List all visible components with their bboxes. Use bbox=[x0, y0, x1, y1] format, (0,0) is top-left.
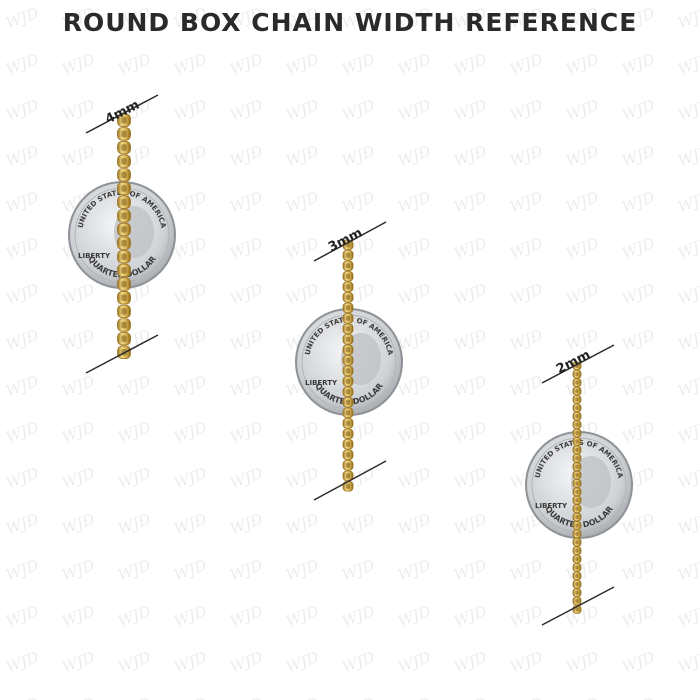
chain-link-hole bbox=[121, 198, 127, 206]
chain-link-hole bbox=[346, 315, 350, 321]
coin-liberty-text: LIBERTY bbox=[78, 252, 111, 260]
chain-link-hole bbox=[575, 565, 579, 570]
chain-link-hole bbox=[346, 326, 350, 332]
coin-liberty-text: LIBERTY bbox=[305, 379, 338, 387]
chain-link-hole bbox=[575, 431, 579, 436]
chain-link-hole bbox=[575, 414, 579, 419]
chain-link-hole bbox=[346, 483, 350, 489]
chain-link-hole bbox=[121, 144, 127, 151]
chain-link-hole bbox=[121, 171, 127, 179]
chain-link-hole bbox=[346, 399, 350, 405]
chain-link-hole bbox=[575, 582, 579, 587]
chain-sample-3mm: UNITED STATES OF AMERICA QUARTER DOLLAR … bbox=[295, 221, 403, 501]
chain-link-hole bbox=[346, 273, 350, 279]
chain-link-hole bbox=[121, 321, 127, 329]
width-marker-bottom bbox=[85, 334, 159, 374]
width-marker-bottom bbox=[541, 586, 615, 626]
gold-chain bbox=[572, 361, 582, 614]
chain-link-hole bbox=[575, 447, 579, 452]
chain-link-hole bbox=[575, 422, 579, 427]
chain-link-hole bbox=[575, 523, 579, 528]
chain-link-hole bbox=[575, 590, 579, 595]
chain-link-hole bbox=[121, 280, 127, 288]
gold-chain bbox=[117, 113, 131, 360]
chain-link-hole bbox=[575, 464, 579, 469]
chain-link-hole bbox=[346, 431, 350, 437]
chain-link-hole bbox=[575, 481, 579, 486]
chain-link-hole bbox=[121, 253, 127, 261]
width-marker-top bbox=[85, 94, 159, 134]
width-marker-top bbox=[541, 344, 615, 384]
chain-link-hole bbox=[575, 473, 579, 478]
chain-link-hole bbox=[575, 498, 579, 503]
chain-link-hole bbox=[121, 130, 127, 138]
width-marker-top bbox=[313, 221, 387, 262]
chain-link-hole bbox=[346, 357, 350, 363]
chain-link-hole bbox=[575, 489, 579, 494]
chain-link-hole bbox=[575, 439, 579, 444]
chain-link-hole bbox=[121, 157, 127, 165]
width-marker-bottom bbox=[313, 460, 387, 501]
chain-link-hole bbox=[346, 263, 350, 269]
chain-link-hole bbox=[121, 212, 127, 220]
chain-link-hole bbox=[575, 573, 579, 578]
chain-link-hole bbox=[575, 531, 579, 536]
chain-link-hole bbox=[346, 452, 350, 458]
chain-link-hole bbox=[121, 267, 127, 274]
chain-link-hole bbox=[121, 308, 127, 315]
chain-link-hole bbox=[346, 368, 350, 374]
page-title: ROUND BOX CHAIN WIDTH REFERENCE bbox=[62, 8, 638, 37]
chain-link-hole bbox=[575, 515, 579, 520]
chain-link-hole bbox=[346, 378, 350, 384]
chain-sample-4mm: UNITED STATES OF AMERICA QUARTER DOLLAR … bbox=[68, 94, 176, 374]
chain-sample-2mm: UNITED STATES OF AMERICA QUARTER DOLLAR … bbox=[525, 344, 633, 626]
chain-link-hole bbox=[575, 405, 579, 410]
chain-link-hole bbox=[575, 456, 579, 461]
chain-link-hole bbox=[346, 336, 350, 342]
chain-link-hole bbox=[575, 607, 579, 612]
chain-link-hole bbox=[346, 347, 350, 353]
chain-link-hole bbox=[346, 252, 350, 258]
chain-link-hole bbox=[575, 540, 579, 545]
chain-link-hole bbox=[346, 420, 350, 426]
chain-link-hole bbox=[346, 305, 350, 311]
chain-link-hole bbox=[121, 239, 127, 247]
chain-link-hole bbox=[121, 294, 127, 302]
chain-link-hole bbox=[575, 372, 579, 377]
chain-link-hole bbox=[575, 397, 579, 402]
chain-link-hole bbox=[121, 185, 127, 192]
chain-link-hole bbox=[346, 473, 350, 479]
chain-link-hole bbox=[346, 284, 350, 290]
chain-link-hole bbox=[575, 389, 579, 394]
chain-link-hole bbox=[346, 389, 350, 395]
chain-link-hole bbox=[346, 294, 350, 300]
chain-link-hole bbox=[346, 410, 350, 416]
chain-link-hole bbox=[575, 380, 579, 385]
chain-link-hole bbox=[121, 226, 127, 233]
chain-link-hole bbox=[575, 548, 579, 553]
coin-liberty-text: LIBERTY bbox=[535, 502, 568, 510]
chain-link-hole bbox=[346, 462, 350, 468]
chain-link-hole bbox=[121, 335, 127, 342]
chain-link-hole bbox=[121, 117, 127, 124]
chain-link-hole bbox=[575, 599, 579, 604]
chain-link-hole bbox=[346, 441, 350, 447]
chain-link-hole bbox=[575, 557, 579, 562]
chain-link-hole bbox=[575, 506, 579, 511]
